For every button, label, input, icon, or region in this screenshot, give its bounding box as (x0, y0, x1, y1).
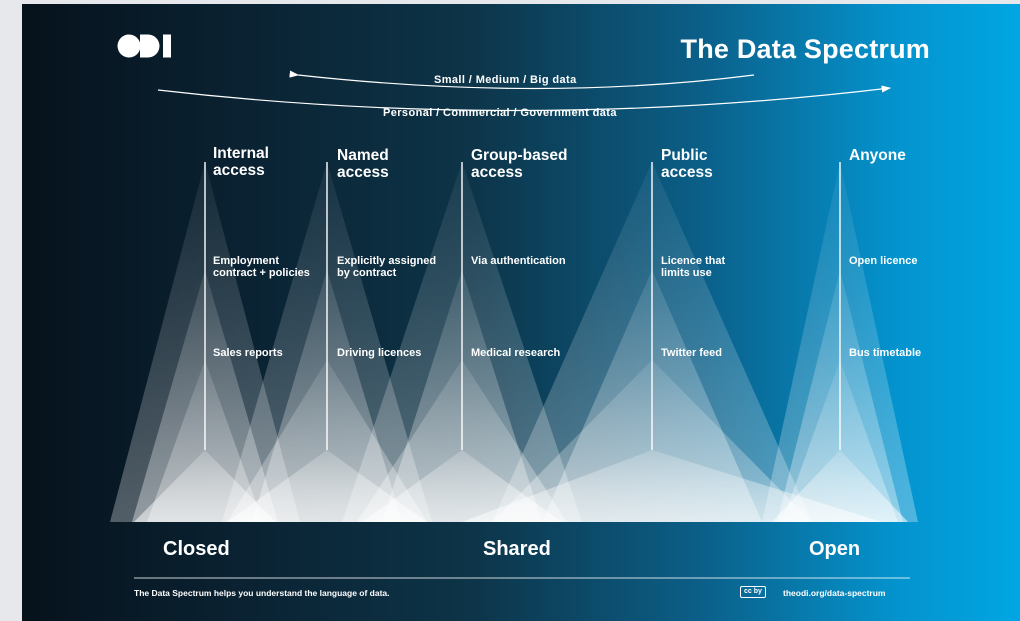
data-spectrum-poster: The Data Spectrum Small / Medium / Big d… (22, 4, 1020, 621)
arc-top-label: Small / Medium / Big data (434, 74, 577, 86)
footer-url[interactable]: theodi.org/data-spectrum (783, 588, 886, 598)
example-anyone: Bus timetable (849, 347, 922, 359)
footer-tagline: The Data Spectrum helps you understand t… (134, 588, 390, 598)
example-public: Twitter feed (661, 347, 722, 359)
beams (110, 162, 918, 522)
scale-shared: Shared (483, 538, 551, 560)
scale-closed: Closed (163, 538, 230, 560)
column-desc-anyone: Open licence (849, 255, 918, 267)
example-named: Driving licences (337, 347, 422, 359)
cc-by-badge: cc by (740, 586, 766, 598)
arc-bottom-label: Personal / Commercial / Government data (383, 107, 617, 119)
arc-top (289, 70, 755, 90)
odi-logo (117, 34, 171, 58)
poster-title: The Data Spectrum (680, 34, 930, 64)
spectrum-artwork (110, 34, 918, 579)
example-internal: Sales reports (213, 347, 283, 359)
cc-by-badge-label: cc by (744, 588, 762, 595)
column-desc-group: Via authentication (471, 255, 566, 267)
scale-open: Open (809, 538, 861, 560)
example-group: Medical research (471, 347, 561, 359)
column-lines (204, 162, 841, 450)
arc-bottom (157, 85, 892, 112)
column-head-anyone: Anyone (849, 147, 906, 164)
